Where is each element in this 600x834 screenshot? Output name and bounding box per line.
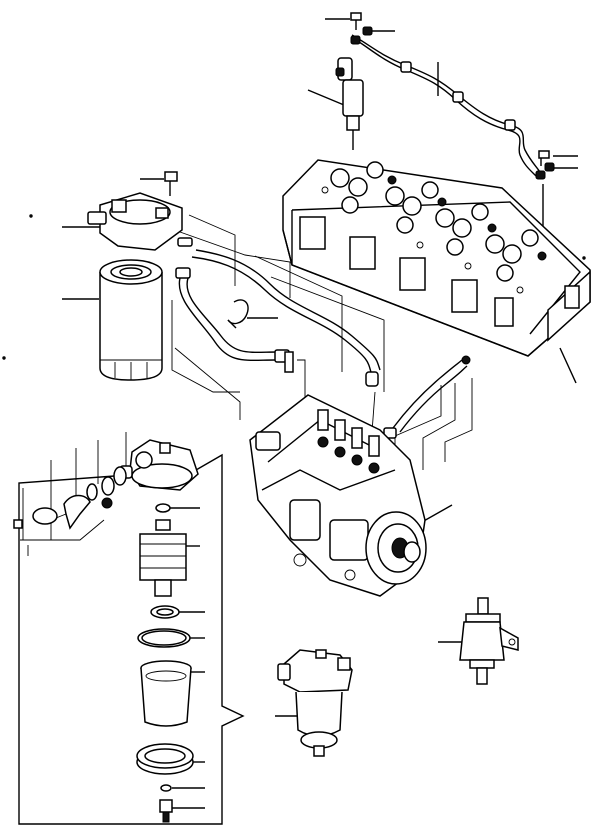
o-ring-large [137, 628, 205, 648]
return-pipe [383, 355, 471, 439]
separator-small-parts [13, 466, 127, 530]
gasket-right [535, 162, 555, 180]
drain-plug [159, 784, 205, 823]
gasket-top [350, 26, 373, 45]
bolt-top [350, 12, 362, 30]
filter-head [87, 192, 193, 251]
cylinder-head [282, 159, 591, 357]
filter-bolt [164, 171, 178, 196]
separator-head [119, 439, 199, 491]
bolt-right [538, 150, 550, 166]
injector [335, 57, 364, 150]
injection-pump [249, 394, 427, 597]
bowl [140, 660, 205, 727]
element [139, 519, 200, 597]
hose-clip [227, 299, 249, 329]
fuel-hose [175, 249, 381, 387]
water-separator [277, 649, 353, 757]
retaining-ring [136, 743, 205, 775]
fuel-damper [459, 597, 519, 685]
fuel-filter [99, 259, 163, 381]
injection-pipe [351, 34, 541, 177]
o-ring [155, 503, 200, 513]
separator-exploded-group [18, 432, 245, 825]
seal-ring [150, 605, 205, 619]
